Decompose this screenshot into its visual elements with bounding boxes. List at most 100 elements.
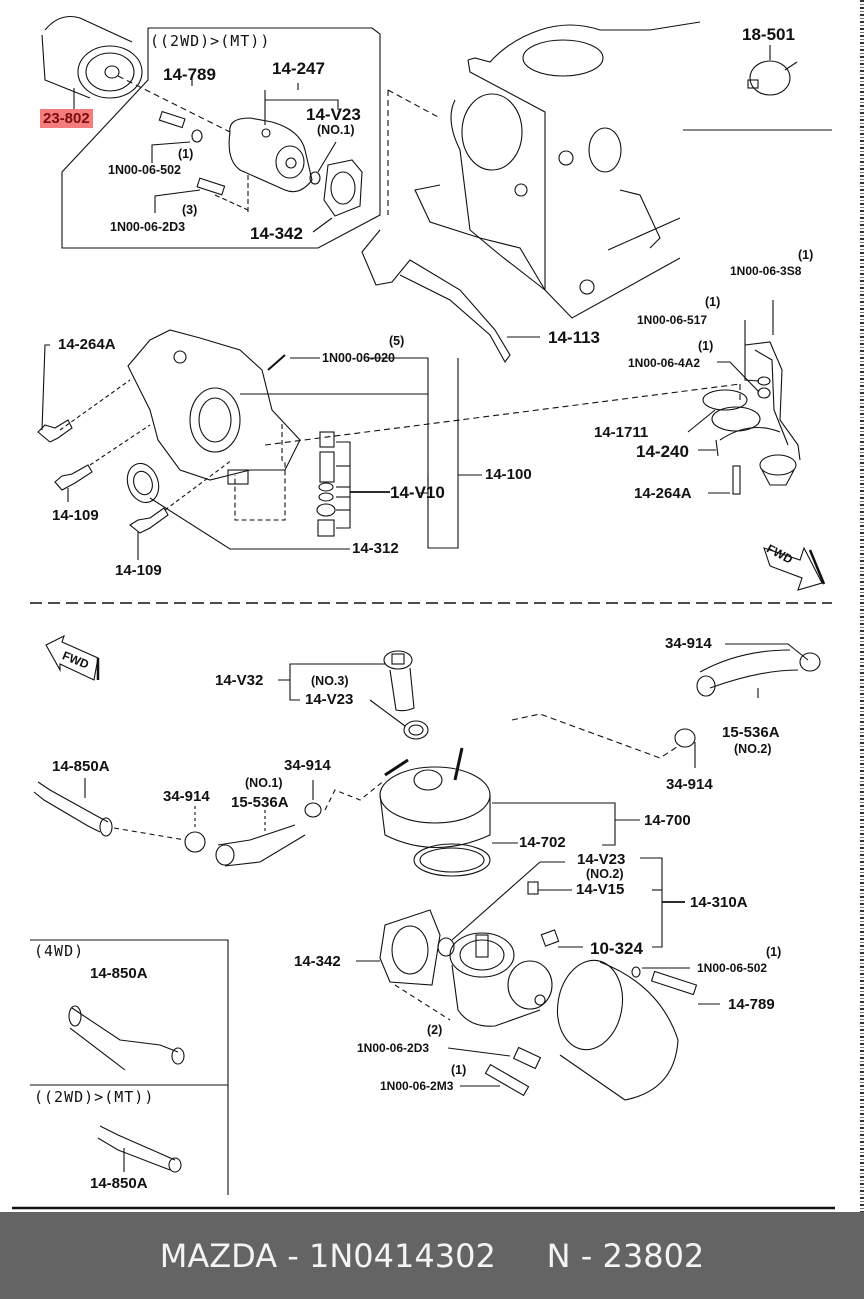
footer-gap [496,1237,547,1275]
qualifier-no2: (NO.2) [586,867,624,881]
footer-brand: MAZDA [159,1236,278,1275]
quantity-label: (3) [182,203,198,217]
condition-label-2wd-mt: ((2WD)>(MT)) [150,32,271,50]
part-label-15-536a-no2[interactable]: 15-536A [722,724,780,741]
part-label-1n00-06-020[interactable]: 1N00-06-020 [322,351,395,365]
part-label-14-240[interactable]: 14-240 [636,442,689,461]
part-label-14-342[interactable]: 14-342 [250,224,303,243]
bolt-icon [37,419,73,443]
oil-filter-housing-icon [449,932,553,1027]
part-label-14-109[interactable]: 14-109 [52,507,99,524]
part-label-1n00-06-4a2[interactable]: 1N00-06-4A2 [628,356,701,370]
footer-separator: - [277,1236,309,1275]
water-pipe-2wd-icon [97,1125,182,1173]
part-label-1n00-06-2m3[interactable]: 1N00-06-2M3 [380,1079,454,1093]
water-pipe-4wd-icon [68,1005,185,1071]
bolt-icon [54,464,93,491]
hose-clamp-icon [304,802,322,818]
part-label-1n00-06-502[interactable]: 1N00-06-502 [697,961,768,975]
part-label-14-342[interactable]: 14-342 [294,953,341,970]
quantity-label: (1) [178,147,194,161]
bolt-icon [158,110,186,129]
gasket-icon [323,159,363,217]
qualifier-no3: (NO.3) [311,674,349,688]
part-label-14-247[interactable]: 14-247 [272,59,325,78]
gasket-icon [379,909,441,986]
part-label-14-113[interactable]: 14-113 [548,328,600,347]
part-label-14-1711[interactable]: 14-1711 [594,424,649,441]
quantity-label: (1) [705,295,721,309]
quantity-label: (1) [451,1063,467,1077]
part-label-34-914[interactable]: 34-914 [665,635,712,652]
part-label-14-v23-no2[interactable]: 14-V23 [577,851,626,868]
quantity-label: (1) [766,945,782,959]
diagram-drawing [12,15,835,1210]
part-label-14-264a[interactable]: 14-264A [58,336,116,353]
footer-ref-number: 23802 [602,1236,705,1275]
part-label-34-914[interactable]: 34-914 [284,757,331,774]
gasket-14-113-icon [361,229,511,364]
part-label-14-v23-no3[interactable]: 14-V23 [305,691,354,708]
oil-filter-icon [41,15,143,112]
part-label-1n00-06-502[interactable]: 1N00-06-502 [108,163,181,177]
washer-icon [191,129,203,143]
part-label-14-789[interactable]: 14-789 [163,65,216,84]
water-pipe-icon [33,781,113,837]
part-label-14-100[interactable]: 14-100 [485,466,532,483]
fwd-arrow-right-icon [763,546,826,591]
part-label-14-264a[interactable]: 14-264A [634,485,692,502]
condition-label-4wd: (4WD) [34,942,85,960]
part-label-1n00-06-2d3[interactable]: 1N00-06-2D3 [110,220,186,234]
qualifier-no2: (NO.2) [734,742,772,756]
parts-diagram: ((2WD)>(MT)) 23-802 14-789 14-247 14-V23… [12,0,864,1212]
part-label-14-700[interactable]: 14-700 [644,812,691,829]
part-label-14-310a[interactable]: 14-310A [690,894,748,911]
page-edge-border [860,0,864,1212]
part-label-14-789[interactable]: 14-789 [728,996,775,1013]
part-label-1n00-06-3s8[interactable]: 1N00-06-3S8 [730,264,802,278]
footer-bar: MAZDA - 1N0414302 N - 23802 [0,1212,864,1299]
qualifier-no1: (NO.1) [317,123,355,137]
part-label-34-914[interactable]: 34-914 [163,788,210,805]
bolt-icon [650,970,698,996]
hose-no1-icon [215,824,306,867]
top-condition-box [61,27,381,249]
part-label-10-324[interactable]: 10-324 [590,939,643,958]
oil-filter-icon [556,959,679,1101]
quantity-label: (2) [427,1023,443,1037]
part-label-23-802[interactable]: 23-802 [40,109,93,128]
water-outlet-bolt-icon [383,650,429,740]
part-label-14-v32[interactable]: 14-V32 [215,672,264,689]
part-label-14-312[interactable]: 14-312 [352,540,399,557]
part-label-14-850a[interactable]: 14-850A [90,965,148,982]
hose-no2-icon [696,649,799,697]
hose-clamp-icon [184,831,206,853]
oil-cooler-icon [379,747,491,877]
bolt-icon [512,1046,542,1070]
bolt-icon [129,507,169,534]
engine-block-icon [414,21,701,319]
part-label-14-v15[interactable]: 14-V15 [576,881,625,898]
qualifier-no1: (NO.1) [245,776,283,790]
part-label-1n00-06-2d3[interactable]: 1N00-06-2D3 [357,1041,430,1055]
part-label-14-109[interactable]: 14-109 [115,562,162,579]
oil-seal-icon [126,462,160,504]
oil-pressure-switch-icon [747,60,798,96]
fwd-arrow-left-icon [45,634,100,681]
quantity-label: (1) [698,339,714,353]
footer-ref-prefix: N - [546,1236,603,1275]
part-label-14-850a[interactable]: 14-850A [90,1175,148,1192]
part-label-18-501[interactable]: 18-501 [742,25,795,44]
quantity-label: (1) [798,248,814,262]
part-label-14-v23-no1[interactable]: 14-V23 [306,105,361,124]
water-pump-icon [228,117,313,193]
part-label-14-850a[interactable]: 14-850A [52,758,110,775]
hose-clamp-icon [799,652,821,672]
part-label-1n00-06-517[interactable]: 1N00-06-517 [637,313,708,327]
part-label-34-914[interactable]: 34-914 [666,776,713,793]
part-label-15-536a-no1[interactable]: 15-536A [231,794,289,811]
footer-part-number: 1N0414302 [308,1236,496,1275]
part-label-14-702[interactable]: 14-702 [519,834,566,851]
part-label-14-v10[interactable]: 14-V10 [390,483,445,502]
hose-clamp-icon [674,728,696,748]
